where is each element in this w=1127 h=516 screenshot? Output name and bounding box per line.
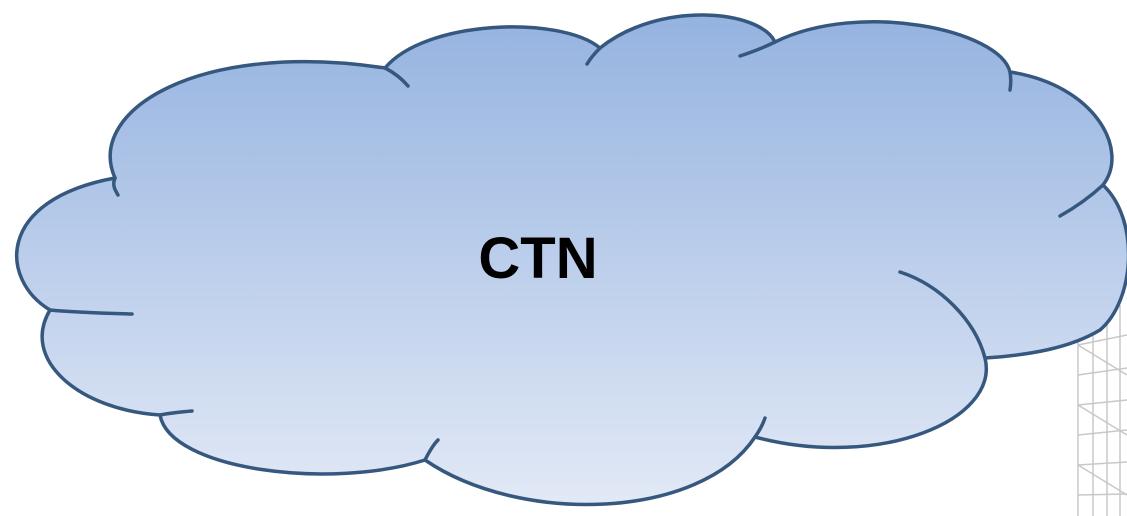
cloud-label: CTN	[478, 226, 597, 291]
cloud-inner-arcs	[48, 40, 1105, 462]
grid-structure	[1077, 305, 1127, 516]
